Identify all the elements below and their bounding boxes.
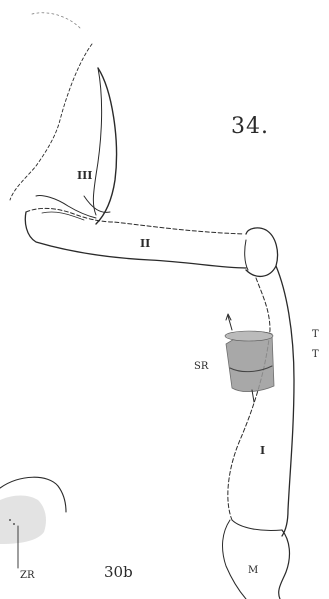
segment-2-label: II <box>140 238 150 249</box>
segment-1-outline <box>228 266 294 536</box>
figure-number-secondary: 30b <box>104 565 133 580</box>
sr-label: SR <box>194 362 208 372</box>
top-faint-curve <box>32 13 80 28</box>
segment-2-outline <box>25 208 246 268</box>
segment-3-outline <box>10 44 116 224</box>
segment-1-label: I <box>260 445 265 456</box>
figure-number-main: 34. <box>231 116 269 138</box>
m-label: M <box>248 566 258 576</box>
sr-structure <box>225 314 274 402</box>
t-label-lower: T <box>312 350 319 360</box>
zr-structure <box>0 477 66 568</box>
segment-3-label: III <box>77 170 92 181</box>
segment-m-outline <box>223 520 290 599</box>
joint-knob <box>245 228 278 276</box>
zr-label: ZR <box>20 571 34 581</box>
t-label-upper: T <box>312 330 319 340</box>
